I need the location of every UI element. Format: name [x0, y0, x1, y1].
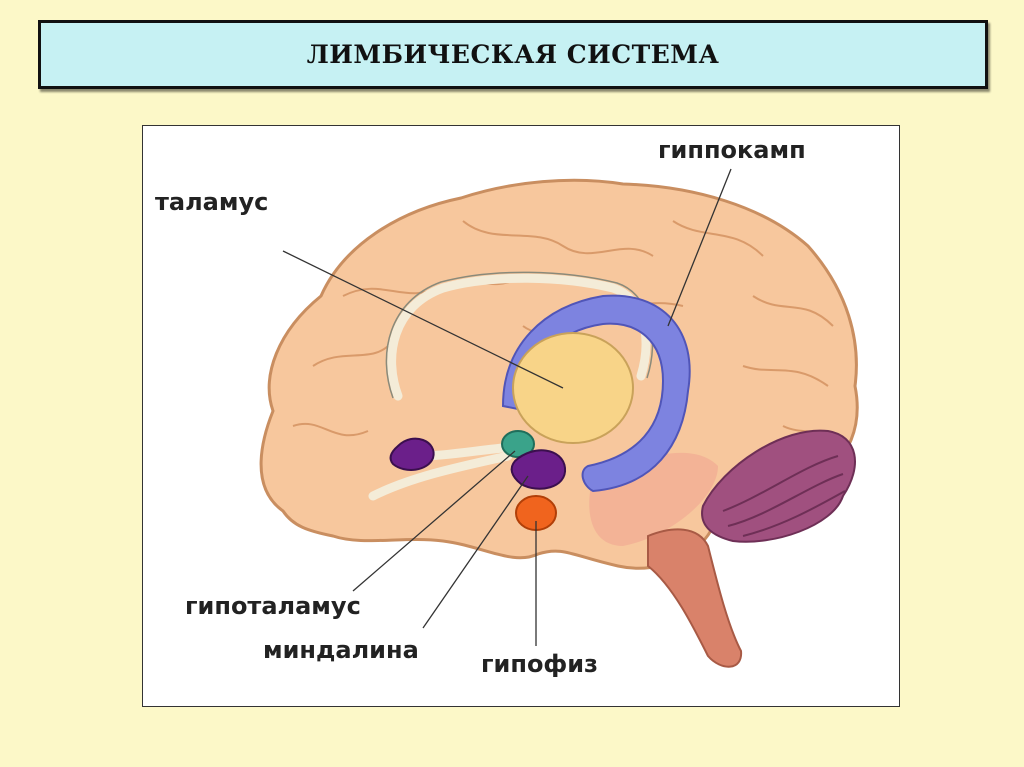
- label-hypothalamus: гипоталамус: [185, 592, 361, 620]
- cerebellum-folia: [722, 455, 846, 537]
- amygdala-2: [510, 449, 567, 490]
- amygdala: [389, 437, 435, 471]
- title-box: ЛИМБИЧЕСКАЯ СИСТЕМА: [38, 20, 988, 89]
- label-hippocampus: гиппокамп: [658, 136, 806, 164]
- leader-lines: [282, 168, 732, 646]
- label-amygdala: миндалина: [263, 636, 419, 664]
- thalamus: [512, 332, 634, 444]
- brainstem: [647, 528, 743, 668]
- brain-diagram: [259, 168, 859, 668]
- hypothalamus: [501, 430, 535, 458]
- label-thalamus: таламус: [155, 188, 269, 216]
- page-title: ЛИМБИЧЕСКАЯ СИСТЕМА: [306, 40, 720, 69]
- label-pituitary: гипофиз: [481, 650, 598, 678]
- cerebellum: [701, 429, 856, 543]
- diagram-panel: гиппокамп таламус гипоталамус миндалина …: [142, 125, 900, 707]
